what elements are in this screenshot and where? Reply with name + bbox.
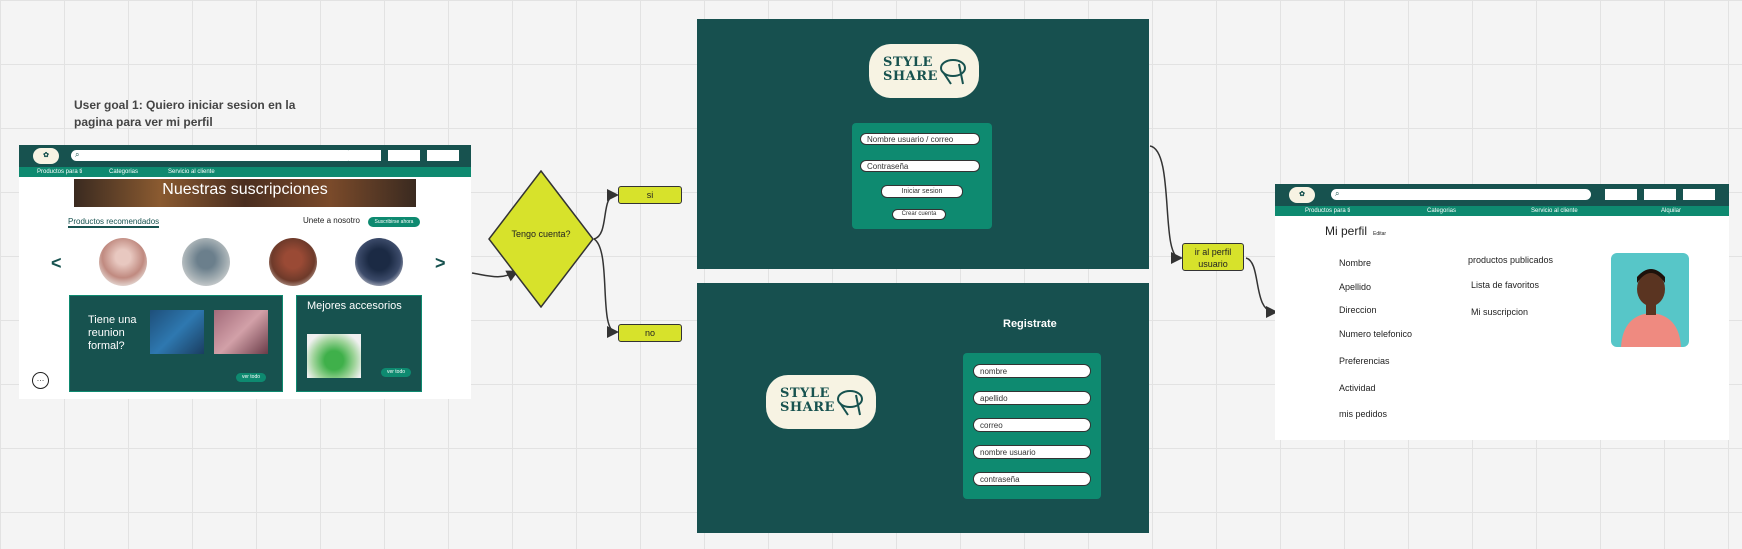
connector-decision-to-no [593,238,619,338]
login-brand-logo: STYLE SHARE [869,44,979,98]
avatar [1611,253,1689,347]
register-form: nombre apellido correo nombre usuario co… [963,353,1101,499]
profile-link[interactable]: Mi suscripcion [1471,307,1529,317]
recommended-title: Productos recomendados [68,217,160,228]
banner-title: Nuestras suscripciones [162,181,328,198]
register-password-field[interactable]: contraseña [973,472,1091,486]
profile-search-input[interactable]: ⌕ [1331,189,1591,200]
hat-icon [940,59,966,85]
connector-decision-to-si [593,189,619,240]
login-form: Nombre usuario / correo Contraseña Inici… [852,123,992,229]
login-screen-panel: STYLE SHARE Nombre usuario / correo Cont… [697,19,1149,269]
home-nav-item[interactable]: Productos para ti [37,169,83,175]
create-account-button[interactable]: Crear cuenta [892,209,946,220]
profile-field: Apellido [1339,282,1372,292]
password-field[interactable]: Contraseña [860,160,980,172]
formal-card[interactable]: Tiene una reunion formal? ver todo [69,295,283,392]
profile-link[interactable]: Lista de favoritos [1471,280,1540,290]
profile-logo[interactable]: ✿ [1289,187,1315,203]
register-brand-logo: STYLE SHARE [766,375,876,429]
home-top-button-2[interactable] [388,150,420,161]
profile-top-button-3[interactable] [1683,189,1715,200]
accessories-photo [307,334,361,378]
brand-line-2: SHARE [883,69,938,84]
profile-nav-item[interactable]: Productos para ti [1305,208,1351,214]
profile-field: Nombre [1339,258,1372,268]
chat-icon[interactable]: … [32,372,49,389]
decision-yes-label: si [618,186,682,204]
register-title: Registrate [1003,318,1057,330]
user-goal-note: User goal 1: Quiero iniciar sesion en la… [74,98,296,129]
home-top-button-3[interactable] [427,150,459,161]
register-screen-panel: Registrate STYLE SHARE nombre apellido c… [697,283,1149,533]
profile-field: Direccion [1339,305,1377,315]
home-page-mockup: ✿ ⌕ Productos para ti Categorias Servici… [19,145,471,399]
profile-field: Actividad [1339,383,1376,393]
profile-nav-item[interactable]: Servicio al cliente [1531,208,1578,214]
profile-top-button-2[interactable] [1644,189,1676,200]
brand-line-1: STYLE [883,55,933,70]
formal-see-all-button[interactable]: ver todo [236,373,266,382]
person-icon [1621,269,1681,347]
home-navbar: Productos para ti Categorias Servicio al… [19,167,471,177]
accessories-card[interactable]: Mejores accesorios ver todo [296,295,422,392]
profile-link[interactable]: productos publicados [1468,255,1554,265]
profile-field: Preferencias [1339,356,1390,366]
search-icon: ⌕ [75,150,80,159]
product-circle-2[interactable] [182,238,230,286]
hat-icon [837,390,863,416]
connector-home-to-decision [471,270,519,282]
subscribe-button[interactable]: Suscribirse ahora [368,217,420,227]
profile-title-text: Mi perfil [1325,224,1368,238]
profile-top-button-1[interactable] [1605,189,1637,200]
profile-field[interactable]: mis pedidos [1339,409,1388,419]
prev-arrow-icon[interactable]: < [51,253,62,273]
decision-node: Tengo cuenta? [488,170,594,308]
subscriptions-banner[interactable]: Nuestras suscripciones [74,179,416,207]
profile-nav-item[interactable]: Categorias [1427,208,1457,214]
home-nav-item[interactable]: Servicio al cliente [168,169,215,175]
home-nav-item[interactable]: Categorias [109,169,139,175]
decision-text: Tengo cuenta? [511,229,571,239]
accessories-see-all-button[interactable]: ver todo [381,368,411,377]
decision-no-label: no [618,324,682,342]
product-circle-4[interactable] [355,238,403,286]
product-circle-1[interactable] [99,238,147,286]
login-button[interactable]: Iniciar sesion [881,185,963,198]
profile-page-mockup: ✿ ⌕ Productos para ti Categorias Servici… [1275,184,1729,440]
accessories-card-title: Mejores accesorios [307,300,402,312]
home-topbar: ✿ ⌕ [19,145,471,167]
profile-field: Numero telefonico [1339,329,1413,339]
join-text: Unete a nosotro [303,216,360,225]
search-icon: ⌕ [1335,189,1340,198]
register-name-field[interactable]: nombre [973,364,1091,378]
connector-login-to-profile-label [1149,145,1183,264]
decision-diamond-shape [488,170,594,308]
formal-card-title: Tiene una reunion formal? [88,314,137,352]
username-field[interactable]: Nombre usuario / correo [860,133,980,145]
register-username-field[interactable]: nombre usuario [973,445,1091,459]
go-profile-label: ir al perfil usuario [1182,243,1244,271]
home-logo[interactable]: ✿ [33,148,59,164]
formal-photo-1 [150,310,204,354]
home-top-button-1[interactable] [349,150,381,161]
brand-line-2: SHARE [780,400,835,415]
register-email-field[interactable]: correo [973,418,1091,432]
connector-label-to-profile [1245,257,1278,318]
formal-photo-2 [214,310,268,354]
edit-link[interactable]: Editar [1373,231,1387,237]
home-search-input[interactable]: ⌕ [71,150,353,161]
register-lastname-field[interactable]: apellido [973,391,1091,405]
brand-line-1: STYLE [780,386,830,401]
profile-navbar: Productos para ti Categorias Servicio al… [1275,206,1729,216]
next-arrow-icon[interactable]: > [435,253,446,273]
product-circle-3[interactable] [269,238,317,286]
profile-topbar: ✿ ⌕ [1275,184,1729,206]
profile-nav-item[interactable]: Alquilar [1661,208,1682,214]
